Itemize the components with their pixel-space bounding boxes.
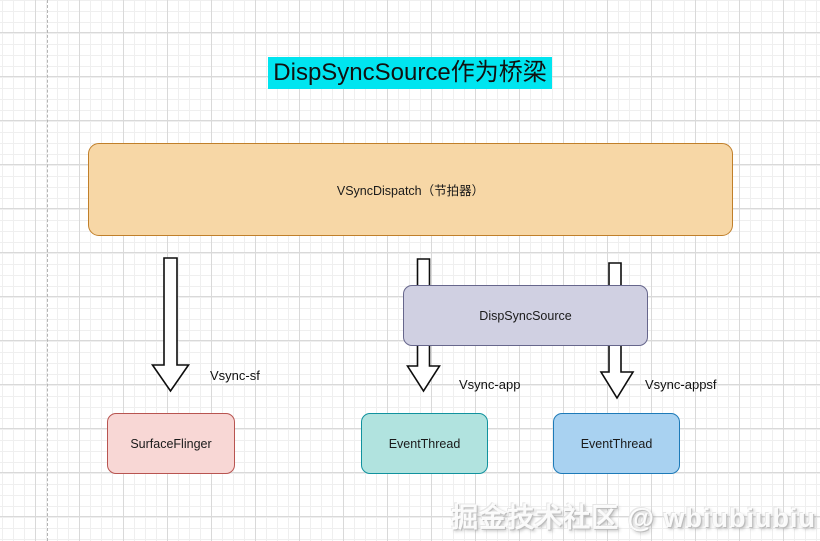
- surface-flinger-label: SurfaceFlinger: [130, 436, 212, 451]
- diagram-title-container: DispSyncSource作为桥梁: [0, 57, 820, 89]
- disp-sync-source-node: DispSyncSource: [403, 285, 648, 346]
- vsync-dispatch-label: VSyncDispatch（节拍器）: [336, 184, 485, 198]
- event-thread-app-label: EventThread: [388, 436, 461, 451]
- vsync-sf-edge-label: Vsync-sf: [210, 368, 260, 383]
- vsync-app-edge-label: Vsync-app: [459, 377, 521, 392]
- disp-sync-source-label: DispSyncSource: [479, 308, 572, 323]
- surface-flinger-node: SurfaceFlinger: [107, 413, 235, 474]
- event-thread-appsf-label: EventThread: [580, 436, 653, 451]
- page-margin-dashed-line: [47, 0, 48, 541]
- vsync-dispatch-node: VSyncDispatch（节拍器）: [88, 143, 733, 236]
- event-thread-appsf-node: EventThread: [553, 413, 680, 474]
- diagram-title: DispSyncSource作为桥梁: [268, 57, 552, 89]
- vsync-appsf-edge-label: Vsync-appsf: [645, 377, 717, 392]
- vsync-sf-arrow: [150, 257, 191, 393]
- event-thread-app-node: EventThread: [361, 413, 488, 474]
